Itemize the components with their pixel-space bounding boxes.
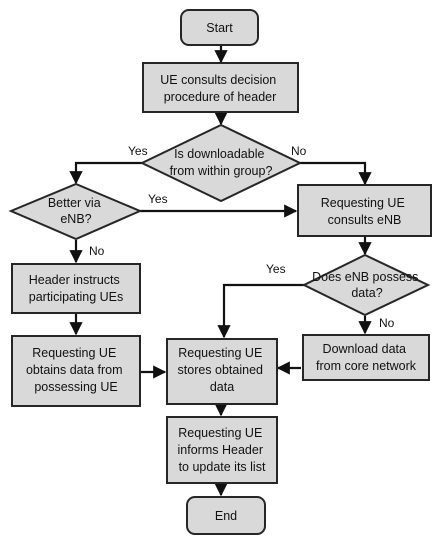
requesting-consults-shape [297, 184, 432, 237]
end-line-1: End [215, 509, 237, 523]
node-better-enb: Better via eNB? [8, 182, 143, 241]
possess-data-line-2: data? [351, 286, 382, 300]
node-end: End [186, 496, 266, 535]
informs-header-line-3: to update its list [179, 460, 266, 474]
possess-data-line-1: Does eNB possess [312, 270, 418, 284]
header-instructs-shape [11, 263, 141, 314]
informs-header-shape [166, 416, 278, 484]
label-downloadable-no: No [291, 144, 307, 158]
header-instructs-line-2: participating UEs [29, 290, 124, 304]
download-core-line-1: Download data [323, 342, 406, 356]
node-possess-data: Does eNB possess data? [301, 253, 431, 317]
stores-data-line-3: data [210, 380, 234, 394]
requesting-consults-text: Requesting UE consults eNB [321, 196, 409, 227]
node-header-instructs: Header instructs participating UEs [11, 263, 141, 314]
download-core-line-2: from core network [316, 359, 417, 373]
obtains-data-line-1: Requesting UE [32, 346, 116, 360]
end-shape [186, 496, 266, 535]
label-better-no: No [89, 244, 105, 258]
node-stores-data: Requesting UE stores obtained data [166, 338, 278, 405]
edges [69, 46, 372, 497]
label-better-yes: Yes [148, 192, 168, 206]
better-enb-text: Better via eNB? [48, 196, 104, 226]
header-instructs-text: Header instructs participating UEs [29, 273, 124, 304]
edge-labels: Yes No Yes No Yes No [89, 144, 395, 330]
edge-downloadable-yes-to-better [69, 161, 142, 185]
obtains-data-text: Requesting UE obtains data from possessi… [26, 346, 126, 394]
node-obtains-data: Requesting UE obtains data from possessi… [11, 335, 141, 407]
obtains-data-line-2: obtains data from [26, 363, 123, 377]
downloadable-text: Is downloadable from within group? [170, 147, 273, 178]
node-requesting-consults: Requesting UE consults eNB [297, 184, 432, 237]
consult-shape [142, 62, 299, 113]
stores-data-line-2: stores obtained [178, 363, 264, 377]
stores-data-line-1: Requesting UE [178, 346, 262, 360]
stores-data-shape [166, 338, 278, 405]
better-enb-line-1: Better via [48, 196, 101, 210]
start-line-1: Start [206, 21, 233, 35]
node-download-core: Download data from core network [302, 334, 430, 381]
label-possess-no: No [379, 316, 395, 330]
label-possess-yes: Yes [266, 262, 286, 276]
consult-line-2: procedure of header [164, 90, 277, 104]
better-enb-shape [8, 182, 143, 241]
edge-possess-yes-to-stores [217, 283, 305, 339]
stores-data-text: Requesting UE stores obtained data [178, 346, 267, 394]
label-downloadable-yes: Yes [128, 144, 148, 158]
possess-data-shape [301, 253, 431, 317]
requesting-consults-line-2: consults eNB [328, 213, 402, 227]
node-informs-header: Requesting UE informs Header to update i… [166, 416, 278, 484]
start-shape [180, 9, 259, 46]
download-core-shape [302, 334, 430, 381]
node-start: Start [180, 9, 259, 46]
edge-downloadable-no-to-requesting [300, 161, 372, 186]
downloadable-line-1: Is downloadable [174, 147, 264, 161]
end-text: End [215, 509, 237, 523]
consult-text: UE consults decision procedure of header [160, 73, 280, 104]
node-consult: UE consults decision procedure of header [142, 62, 299, 113]
informs-header-line-2: informs Header [178, 443, 263, 457]
node-downloadable: Is downloadable from within group? [139, 123, 303, 203]
informs-header-line-1: Requesting UE [178, 426, 262, 440]
obtains-data-line-3: possessing UE [34, 380, 117, 394]
download-core-text: Download data from core network [316, 342, 417, 373]
requesting-consults-line-1: Requesting UE [321, 196, 405, 210]
informs-header-text: Requesting UE informs Header to update i… [178, 426, 267, 474]
header-instructs-line-1: Header instructs [29, 273, 120, 287]
better-enb-line-2: eNB? [60, 212, 91, 226]
downloadable-line-2: from within group? [170, 164, 273, 178]
consult-line-1: UE consults decision [160, 73, 276, 87]
possess-data-text: Does eNB possess data? [312, 270, 422, 300]
obtains-data-shape [11, 335, 141, 407]
start-text: Start [206, 21, 233, 35]
downloadable-shape [139, 123, 303, 203]
